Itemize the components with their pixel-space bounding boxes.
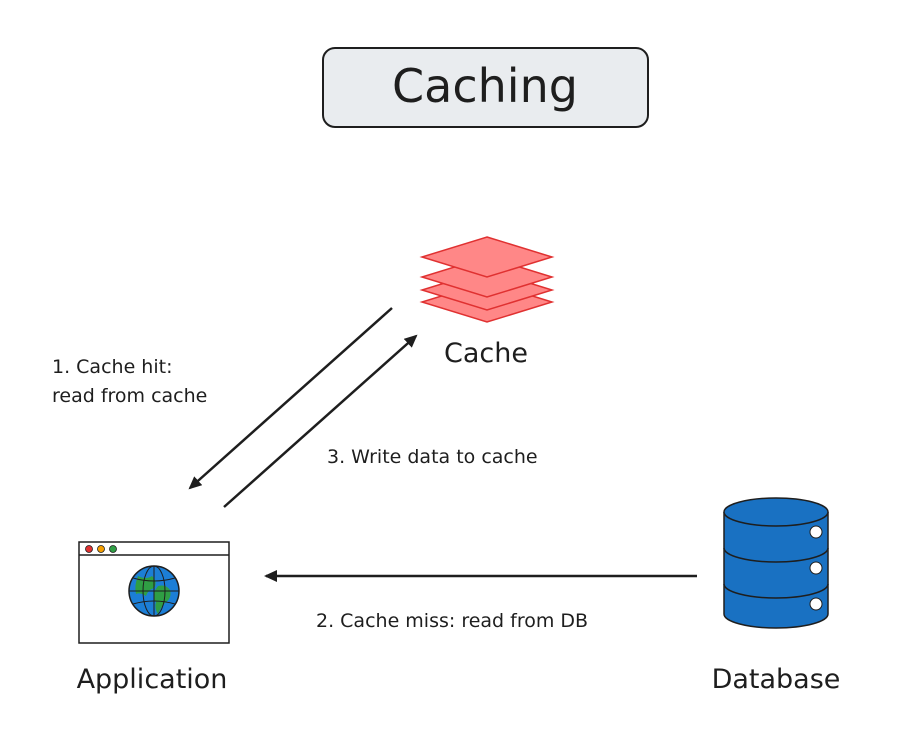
cache-miss-label: 2. Cache miss: read from DB — [316, 610, 588, 632]
cache-label: Cache — [444, 338, 528, 369]
window-minimize-dot-icon — [97, 545, 105, 553]
window-maximize-dot-icon — [109, 545, 117, 553]
cache-hit-label-line2: read from cache — [52, 385, 207, 407]
cache-hit-arrow — [188, 307, 393, 490]
title-box: Caching — [322, 47, 649, 128]
cache-hit-label-line1: 1. Cache hit: — [52, 356, 172, 378]
write-cache-label: 3. Write data to cache — [327, 446, 538, 468]
diagram-title: Caching — [392, 59, 578, 113]
application-label: Application — [77, 664, 228, 695]
database-label: Database — [712, 664, 841, 695]
stack-layers-icon — [419, 236, 555, 323]
write-cache-arrow — [223, 334, 418, 508]
window-close-dot-icon — [85, 545, 93, 553]
globe-icon — [128, 565, 180, 617]
database-cylinder-icon — [723, 497, 829, 629]
browser-window-icon — [78, 541, 230, 644]
